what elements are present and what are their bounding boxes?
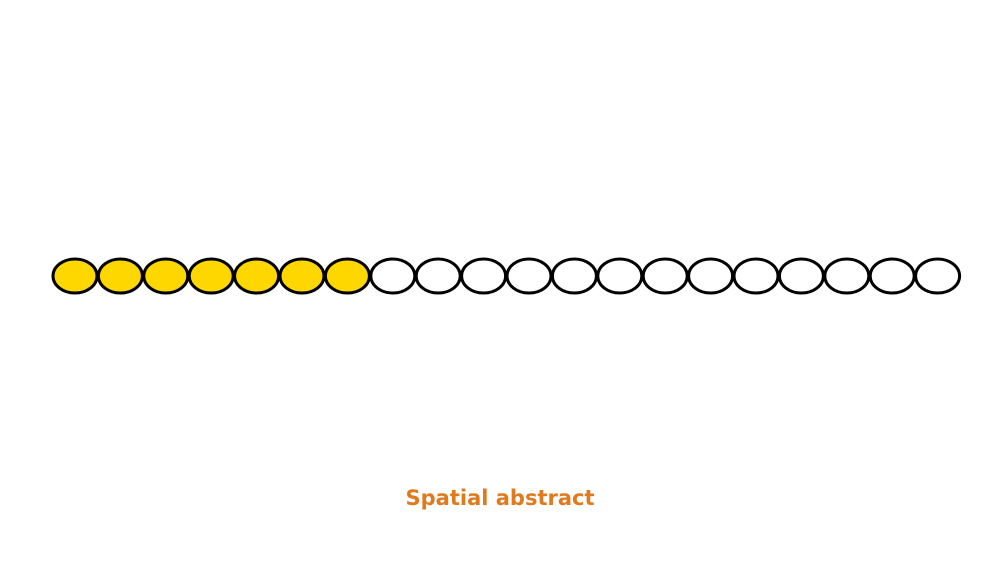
bead-empty <box>777 257 825 295</box>
bead-empty <box>914 257 962 295</box>
bead-filled <box>142 257 190 295</box>
bead-filled <box>187 257 235 295</box>
bead-filled <box>233 257 281 295</box>
bead-empty <box>732 257 780 295</box>
bead-filled <box>323 257 371 295</box>
bead-filled <box>278 257 326 295</box>
bead-empty <box>641 257 689 295</box>
bead-empty <box>823 257 871 295</box>
bead-filled <box>96 257 144 295</box>
bead-empty <box>868 257 916 295</box>
bead-empty <box>550 257 598 295</box>
bead-empty <box>460 257 508 295</box>
bead-empty <box>505 257 553 295</box>
bead-empty <box>596 257 644 295</box>
caption-label: Spatial abstract <box>405 486 595 510</box>
bead-empty <box>687 257 735 295</box>
bead-empty <box>369 257 417 295</box>
bead-empty <box>414 257 462 295</box>
bead-filled <box>51 257 99 295</box>
